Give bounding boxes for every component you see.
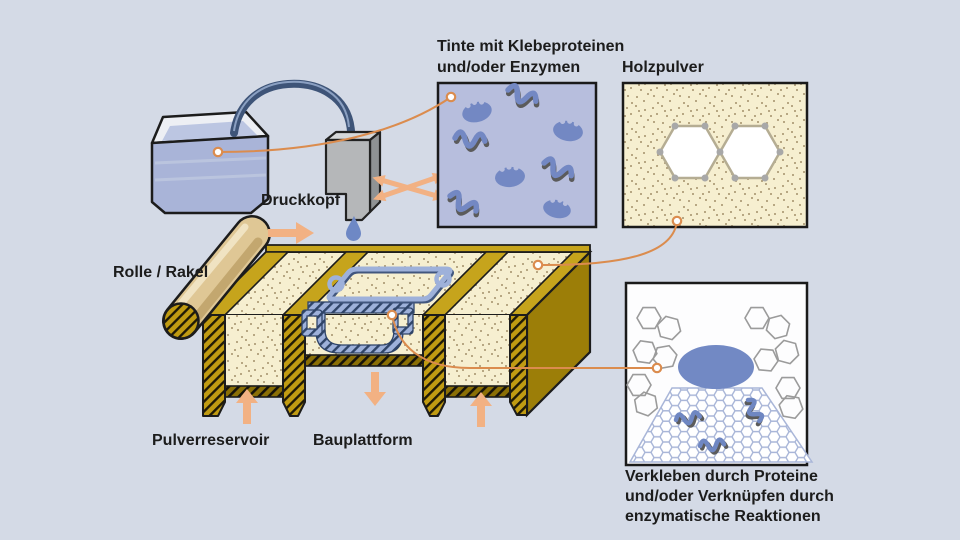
powder-bed-machine — [200, 244, 593, 418]
printed-part-top-outline — [326, 266, 454, 304]
protein-blobs — [462, 99, 583, 219]
build-platform-label: Bauplattform — [313, 432, 413, 449]
enzyme-ribbons — [447, 83, 575, 218]
lattice-enzyme-ribbons — [673, 397, 765, 455]
bonding-caption-line2: und/oder Verknüpfen durch — [625, 488, 834, 505]
right-powder-column — [445, 315, 510, 388]
machine-walls — [202, 314, 528, 417]
ink-inset-box — [436, 81, 598, 229]
motion-arrows — [236, 172, 492, 427]
ink-label-line2: und/oder Enzymen — [437, 59, 581, 76]
roller-end-cap — [162, 302, 200, 340]
right-piston-up-arrow — [470, 392, 492, 427]
bonding-caption-line1: Verkleben durch Proteine — [625, 468, 818, 485]
wood-powder-label: Holzpulver — [622, 59, 704, 76]
connector-tank-to-ink-box — [217, 96, 452, 153]
ink-droplet-icon — [346, 216, 361, 242]
bonding-caption: Verkleben durch Proteine und/oder Verknü… — [625, 467, 834, 527]
wall-tops — [201, 251, 592, 316]
connector-part-to-bonding-box — [391, 314, 657, 369]
printhead-xy-arrows — [372, 172, 446, 202]
connector-powder-box-to-bed — [537, 220, 678, 267]
left-piston-up-arrow — [236, 389, 258, 424]
roller-label: Rolle / Rakel — [113, 264, 209, 281]
left-powder-column — [225, 315, 283, 388]
ink-tank — [150, 110, 270, 215]
ink-label: Tinte mit Klebeproteinen und/oder Enzyme… — [437, 36, 624, 78]
roller-direction-arrow — [268, 222, 314, 244]
bonding-inset-box — [624, 281, 814, 467]
powder-reservoir-label: Pulverreservoir — [152, 432, 270, 449]
hexagon-vertex-dots — [656, 122, 784, 182]
binder-drop — [678, 345, 754, 389]
printed-part-cross-section — [301, 301, 415, 354]
bonded-powder-lattice — [628, 387, 814, 463]
loose-hexagon-pairs — [626, 306, 804, 420]
bonding-caption-line3: enzymatische Reaktionen — [625, 508, 821, 525]
wood-powder-inset-box — [621, 81, 809, 229]
ink-tube — [230, 79, 355, 137]
connector-endpoints — [212, 91, 683, 374]
callout-connectors — [217, 96, 678, 369]
platform-down-arrow — [364, 372, 386, 406]
print-head-label: Druckkopf — [261, 192, 341, 209]
roller — [162, 215, 271, 340]
ink-label-line1: Tinte mit Klebeproteinen — [437, 38, 625, 55]
